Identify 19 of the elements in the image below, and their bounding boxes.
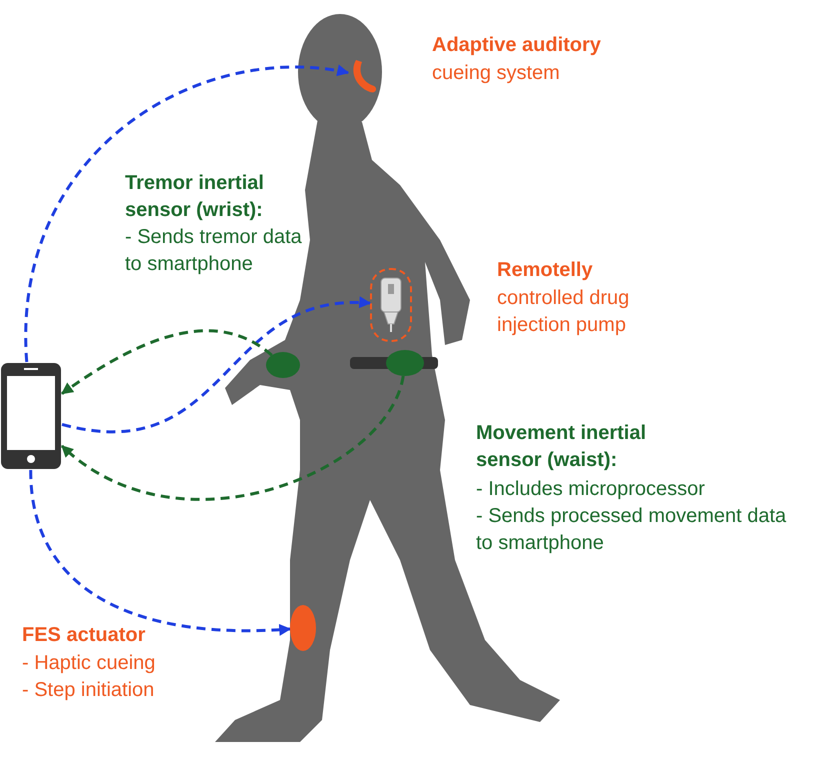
annotation-heading: Movement inertial sensor (waist): bbox=[476, 421, 648, 473]
annotation-heading: Adaptive auditory bbox=[432, 33, 602, 58]
annotation-heading: Tremor inertial sensor (wrist): bbox=[125, 171, 265, 223]
pump-icon bbox=[370, 268, 412, 342]
arrow bbox=[29, 470, 292, 636]
annotation-heading: FES actuator bbox=[22, 623, 146, 648]
smartphone-icon bbox=[0, 362, 62, 470]
arrow bbox=[61, 329, 273, 395]
annotation-text: - Sends tremor data to smartphone bbox=[125, 225, 303, 277]
annotation-text: controlled drug injection pump bbox=[497, 286, 630, 338]
arrow bbox=[25, 65, 350, 362]
annotation-heading: Remotelly bbox=[497, 258, 594, 283]
annotation-text: - Sends processed movement data to smartphone bbox=[476, 504, 788, 556]
arrow bbox=[62, 297, 372, 433]
annotation-text: cueing system bbox=[432, 61, 561, 86]
annotation-text: - Includes microprocessor bbox=[476, 477, 706, 502]
arrow bbox=[61, 376, 405, 501]
annotation-text: - Step initiation bbox=[22, 678, 156, 703]
annotation-text: - Haptic cueing bbox=[22, 651, 156, 676]
